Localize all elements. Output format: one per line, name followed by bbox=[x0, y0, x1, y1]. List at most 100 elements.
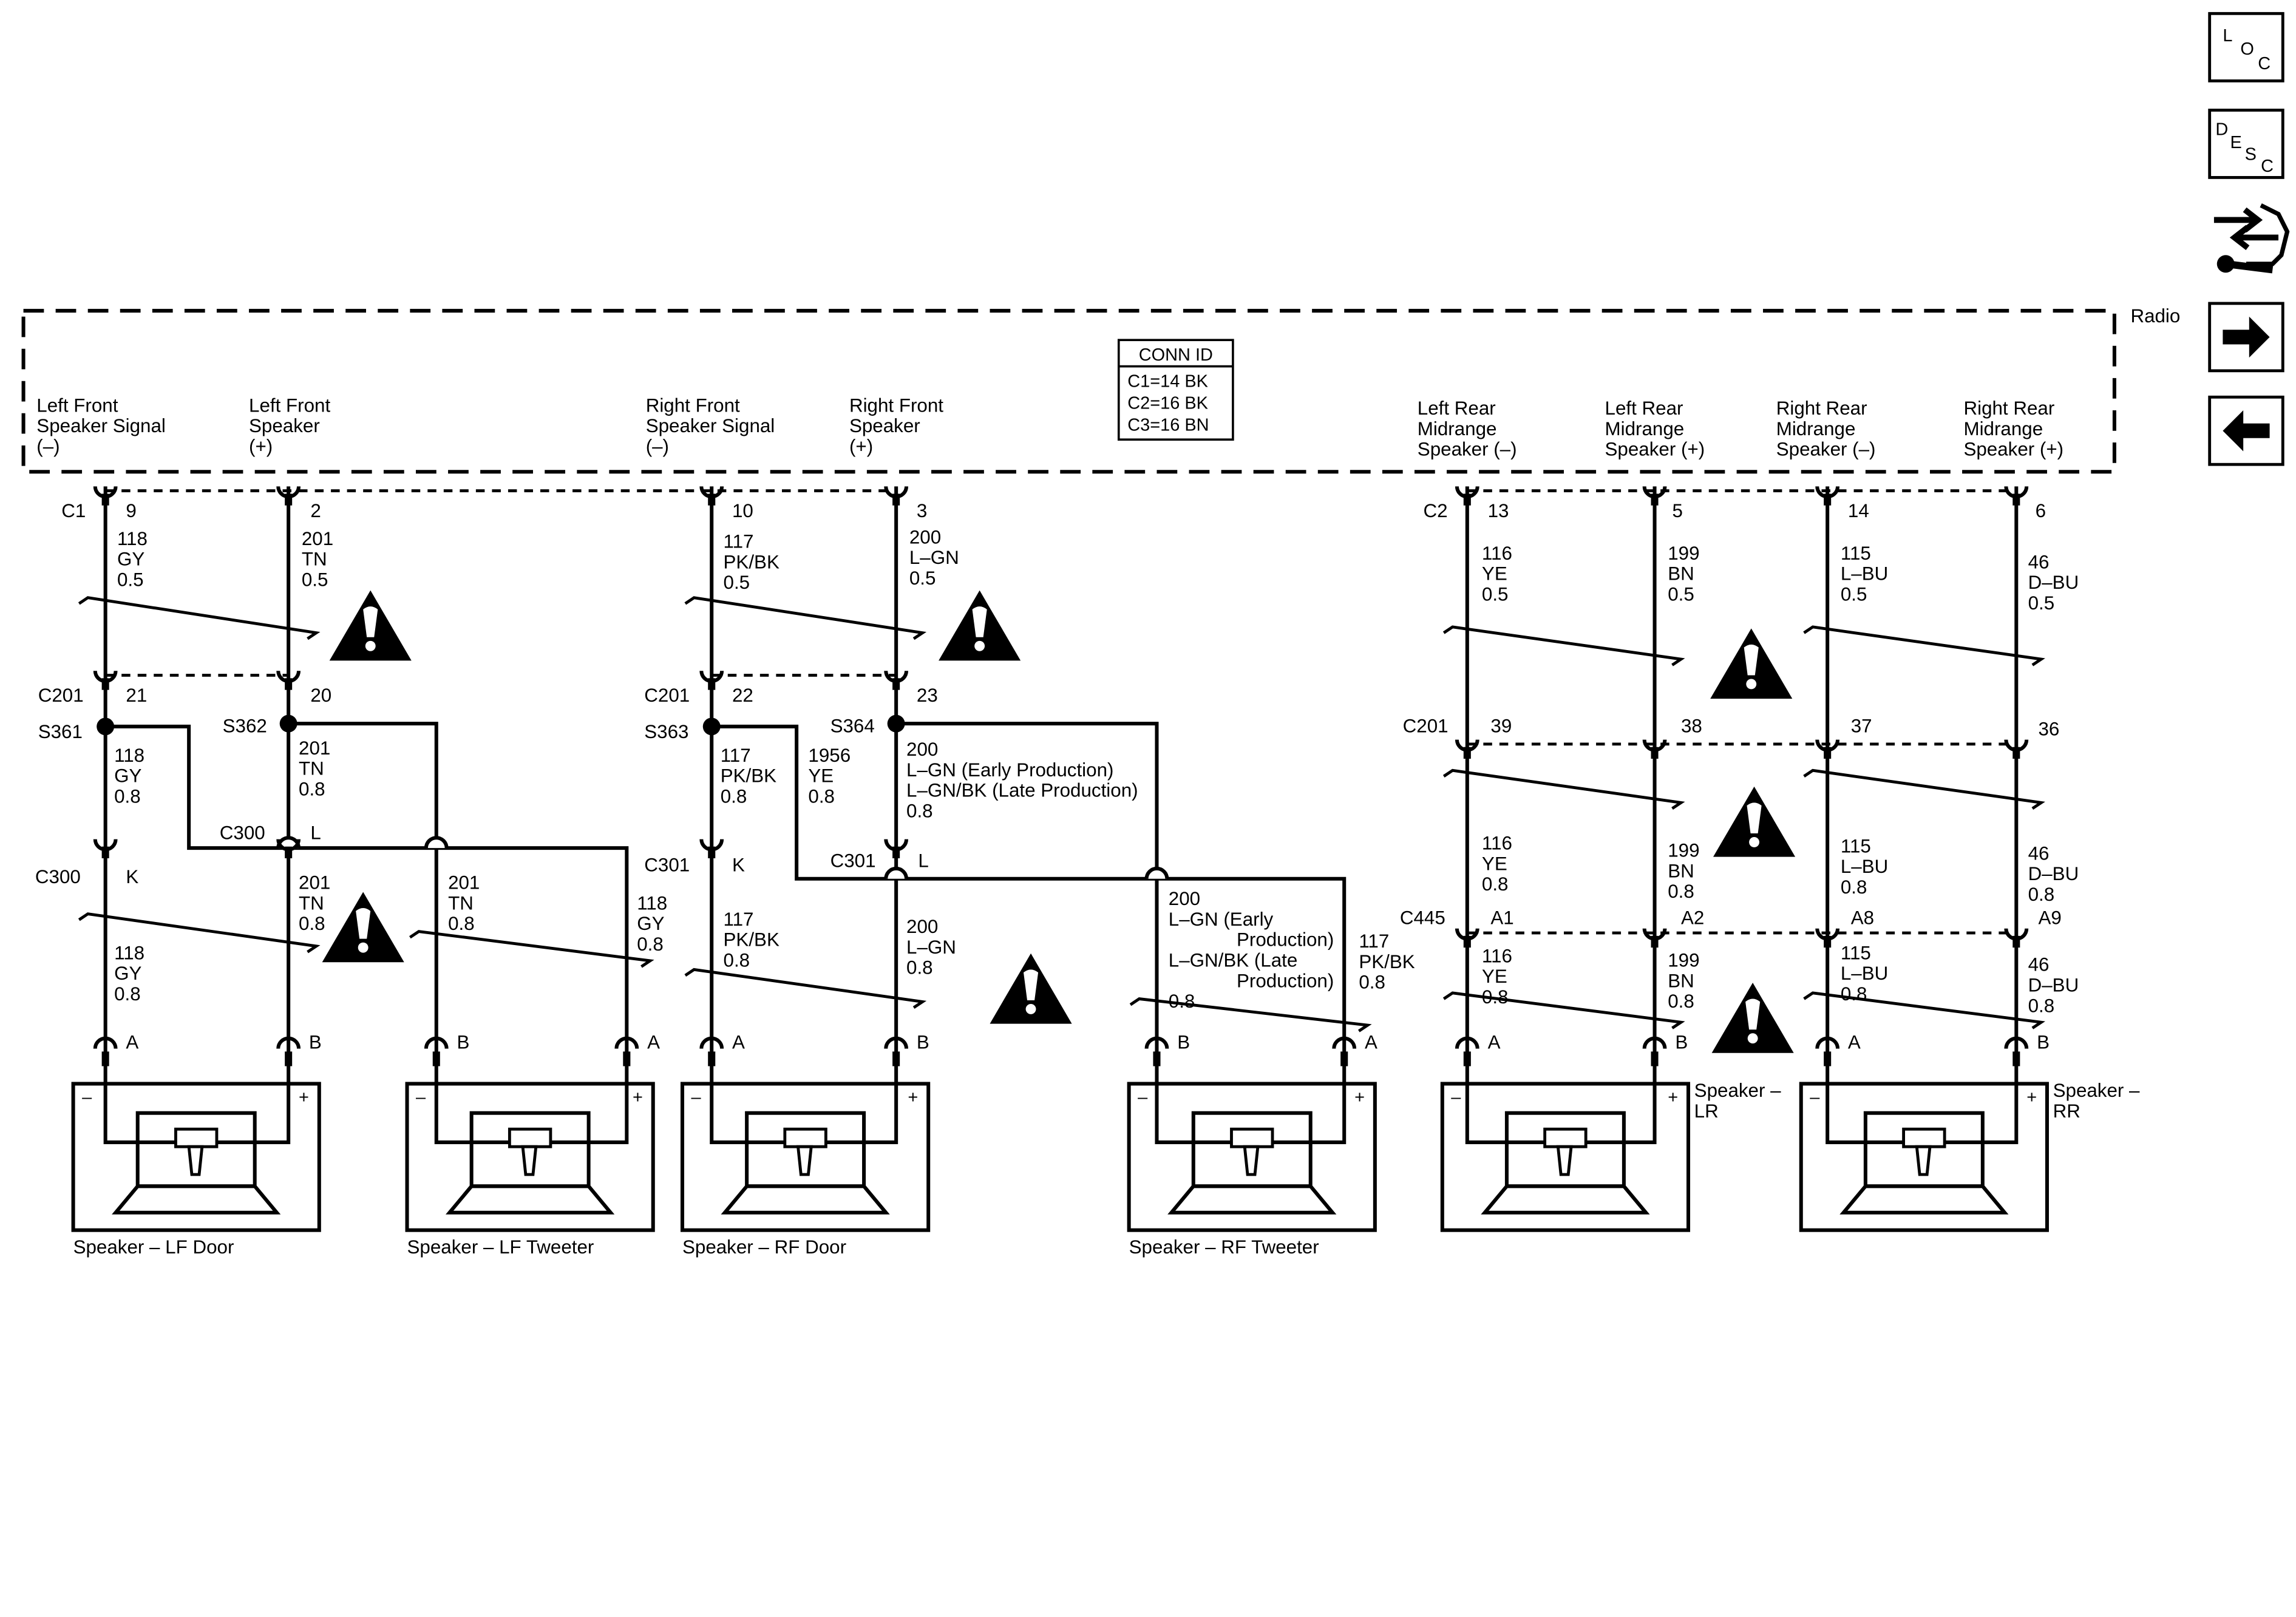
lr-pos-label-3: Speaker (+) bbox=[1605, 439, 1705, 460]
speaker-pin bbox=[623, 1051, 631, 1066]
lr-neg-label-2: Midrange bbox=[1418, 418, 1497, 439]
wire-color: TN bbox=[299, 892, 324, 914]
wire-color: PK/BK bbox=[724, 551, 779, 572]
wire-size: 0.8 bbox=[2028, 995, 2055, 1016]
speaker-pin-label: A bbox=[1488, 1032, 1501, 1053]
pin-a9: A9 bbox=[2038, 907, 2061, 929]
wire-size: 0.5 bbox=[1668, 583, 1694, 605]
polarity-pos: + bbox=[2026, 1088, 2037, 1107]
warning-exclamation-icon bbox=[1713, 786, 1796, 857]
pin-6: 6 bbox=[2036, 500, 2046, 521]
wire-labels: C1 9 2 10 3 C2 13 5 14 6 118 GY 0.5 201 … bbox=[35, 500, 2079, 1016]
wire-color: GY bbox=[114, 963, 141, 984]
pin-a8: A8 bbox=[1851, 907, 1874, 929]
speaker-magnet bbox=[1543, 1127, 1588, 1148]
wire-color: YE bbox=[1482, 853, 1507, 874]
speaker-pole bbox=[1243, 1145, 1260, 1176]
polarity-pos: + bbox=[1668, 1088, 1678, 1107]
desc-button[interactable]: D E S C bbox=[2208, 109, 2284, 179]
speaker-cone bbox=[1839, 1184, 2009, 1215]
connector-pin bbox=[1651, 935, 1659, 948]
rr-pos-label-2: Midrange bbox=[1963, 418, 2043, 439]
wire-circuit: 117 bbox=[724, 531, 754, 552]
speaker-pin-label: B bbox=[309, 1032, 322, 1053]
speaker-magnet bbox=[1230, 1127, 1274, 1148]
wire-size: 0.5 bbox=[1482, 583, 1509, 605]
rf-pos-label-1: Right Front bbox=[849, 395, 943, 416]
wire-circuit: 115 bbox=[1841, 543, 1871, 564]
connector-pin bbox=[1824, 747, 1832, 759]
speaker-pin-label: B bbox=[917, 1032, 929, 1053]
conn-c445: C445 bbox=[1400, 907, 1445, 929]
lf-neg-label-3: (–) bbox=[36, 436, 59, 457]
speaker-cup bbox=[276, 1036, 301, 1049]
warning-exclamation-icon bbox=[322, 892, 404, 963]
connector-pin bbox=[1463, 747, 1471, 759]
lf-neg-label-2: Speaker Signal bbox=[36, 415, 166, 436]
conn-c201-lf: C201 bbox=[38, 685, 84, 706]
speaker-name: Speaker – RF Door bbox=[682, 1236, 846, 1258]
connector-cups bbox=[93, 486, 2029, 948]
lr-neg-label-3: Speaker (–) bbox=[1418, 439, 1517, 460]
connector-pin bbox=[1463, 935, 1471, 948]
conn-id-title: CONN ID bbox=[1139, 345, 1213, 365]
wire-circuit: 199 bbox=[1668, 543, 1699, 564]
rr-neg-label-2: Midrange bbox=[1776, 418, 1856, 439]
rf-pos-label-2: Speaker bbox=[849, 415, 920, 436]
prev-page-button[interactable] bbox=[2208, 395, 2284, 466]
wire-color: L–BU bbox=[1841, 856, 1888, 877]
conn-id-c3: C3=16 BN bbox=[1127, 416, 1209, 435]
conn-c1: C1 bbox=[61, 500, 86, 521]
rf-neg-label-3: (–) bbox=[646, 436, 669, 457]
warning-exclamation-icon bbox=[990, 953, 1072, 1024]
connector-pin bbox=[1651, 493, 1659, 506]
loc-letter-o: O bbox=[2240, 39, 2254, 59]
splice-s361 bbox=[97, 717, 115, 736]
wire-circuit: 115 bbox=[1841, 835, 1871, 856]
speaker-cup bbox=[2004, 1036, 2029, 1049]
wire-color: L–BU bbox=[1841, 963, 1888, 984]
speaker-pin-label: B bbox=[457, 1032, 470, 1053]
wire-color: L–GN (Early Production) bbox=[906, 759, 1113, 781]
next-page-button[interactable] bbox=[2208, 302, 2284, 373]
wire-color: BN bbox=[1668, 860, 1694, 881]
wire-size: 0.5 bbox=[2028, 592, 2055, 614]
speaker-cup bbox=[1815, 1036, 1840, 1049]
speaker-magnet bbox=[174, 1127, 219, 1148]
warning-icons bbox=[322, 590, 1796, 1053]
wire-size: 0.8 bbox=[808, 785, 835, 807]
connector-pin bbox=[1463, 493, 1471, 506]
pin-23: 23 bbox=[917, 685, 938, 706]
tool-wrench-icon[interactable] bbox=[2213, 203, 2290, 274]
connector-pin bbox=[285, 846, 293, 859]
speaker-cone bbox=[1167, 1184, 1337, 1215]
rr-neg-label-1: Right Rear bbox=[1776, 398, 1867, 419]
wire-size: 0.8 bbox=[1482, 986, 1509, 1008]
conn-c300-k: C300 bbox=[35, 866, 81, 887]
wire-circuit: 116 bbox=[1482, 833, 1512, 854]
wire-size: 0.8 bbox=[1169, 991, 1195, 1012]
wire-size: 0.8 bbox=[2028, 884, 2055, 905]
speaker-pin bbox=[1651, 1051, 1659, 1066]
connector-pin bbox=[1824, 935, 1832, 948]
pin-37: 37 bbox=[1851, 716, 1872, 737]
wire-size: 0.5 bbox=[302, 569, 328, 590]
wire-size: 0.8 bbox=[114, 785, 141, 807]
splice-s364 bbox=[887, 714, 905, 733]
wire-color: TN bbox=[448, 892, 474, 914]
pin-5: 5 bbox=[1672, 500, 1682, 521]
wire-size: 0.8 bbox=[1668, 881, 1694, 902]
warning-exclamation-icon bbox=[329, 590, 412, 661]
speaker-name: RR bbox=[2053, 1100, 2080, 1122]
speaker-magnet bbox=[783, 1127, 827, 1148]
wire-size: 0.8 bbox=[1359, 972, 1385, 993]
speaker-pin-label: A bbox=[647, 1032, 660, 1053]
wire-circuit: 117 bbox=[721, 745, 751, 766]
loc-button[interactable]: L O C bbox=[2208, 12, 2284, 83]
wire-color: GY bbox=[117, 549, 144, 570]
wire-color: GY bbox=[114, 765, 141, 787]
speaker-name: LR bbox=[1694, 1100, 1719, 1122]
connector-pin bbox=[101, 678, 109, 690]
